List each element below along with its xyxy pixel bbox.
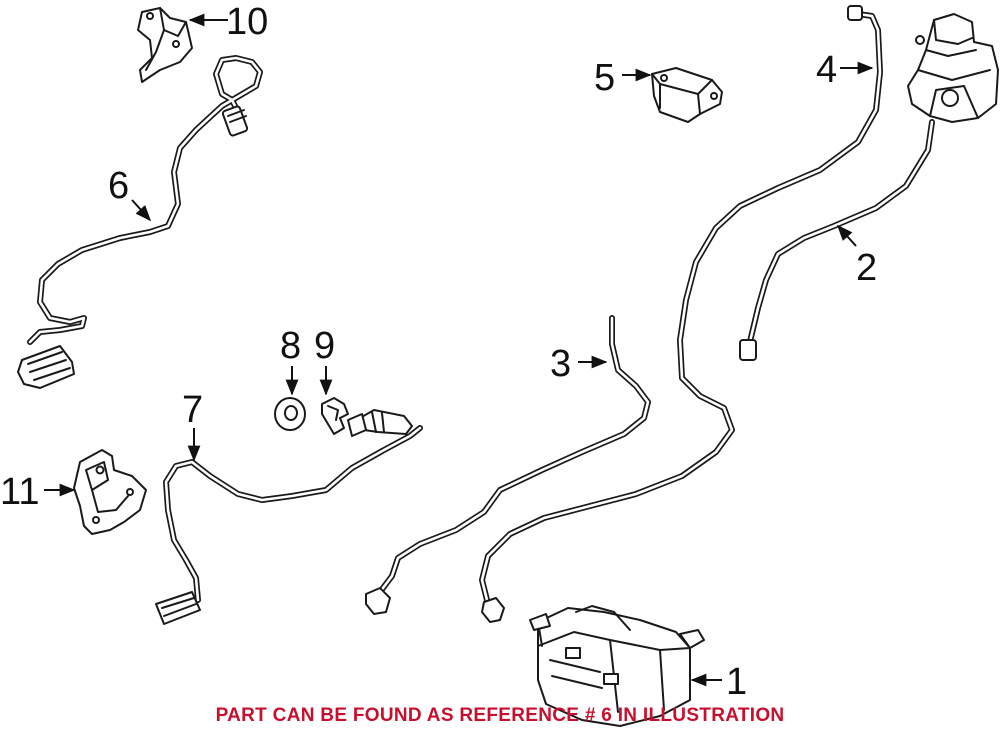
part-4-vent-line <box>479 5 883 623</box>
callout-5: 5 <box>594 57 615 99</box>
part-8-washer <box>274 397 306 431</box>
callout-10: 10 <box>226 1 268 43</box>
part-11-bracket <box>73 449 147 535</box>
callout-3: 3 <box>550 343 571 385</box>
leader-lines <box>44 13 874 687</box>
part-9-clip <box>321 397 349 435</box>
callout-7: 7 <box>182 389 203 431</box>
part-7-oxygen-sensor <box>155 409 423 625</box>
callout-9: 9 <box>314 325 335 367</box>
reference-note: PART CAN BE FOUND AS REFERENCE # 6 IN IL… <box>215 705 785 726</box>
part-6-oxygen-sensor <box>17 55 263 389</box>
part-3-line <box>365 315 651 615</box>
part-2-purge-valve <box>739 13 999 361</box>
part-5-control-module <box>651 67 723 123</box>
callout-11: 11 <box>0 471 39 513</box>
part-10-bracket <box>137 7 193 83</box>
callout-4: 4 <box>816 49 837 91</box>
callout-6: 6 <box>108 165 129 207</box>
callout-2: 2 <box>856 247 877 289</box>
callout-1: 1 <box>726 661 747 703</box>
part-1-canister <box>529 605 705 727</box>
callout-8: 8 <box>280 325 301 367</box>
